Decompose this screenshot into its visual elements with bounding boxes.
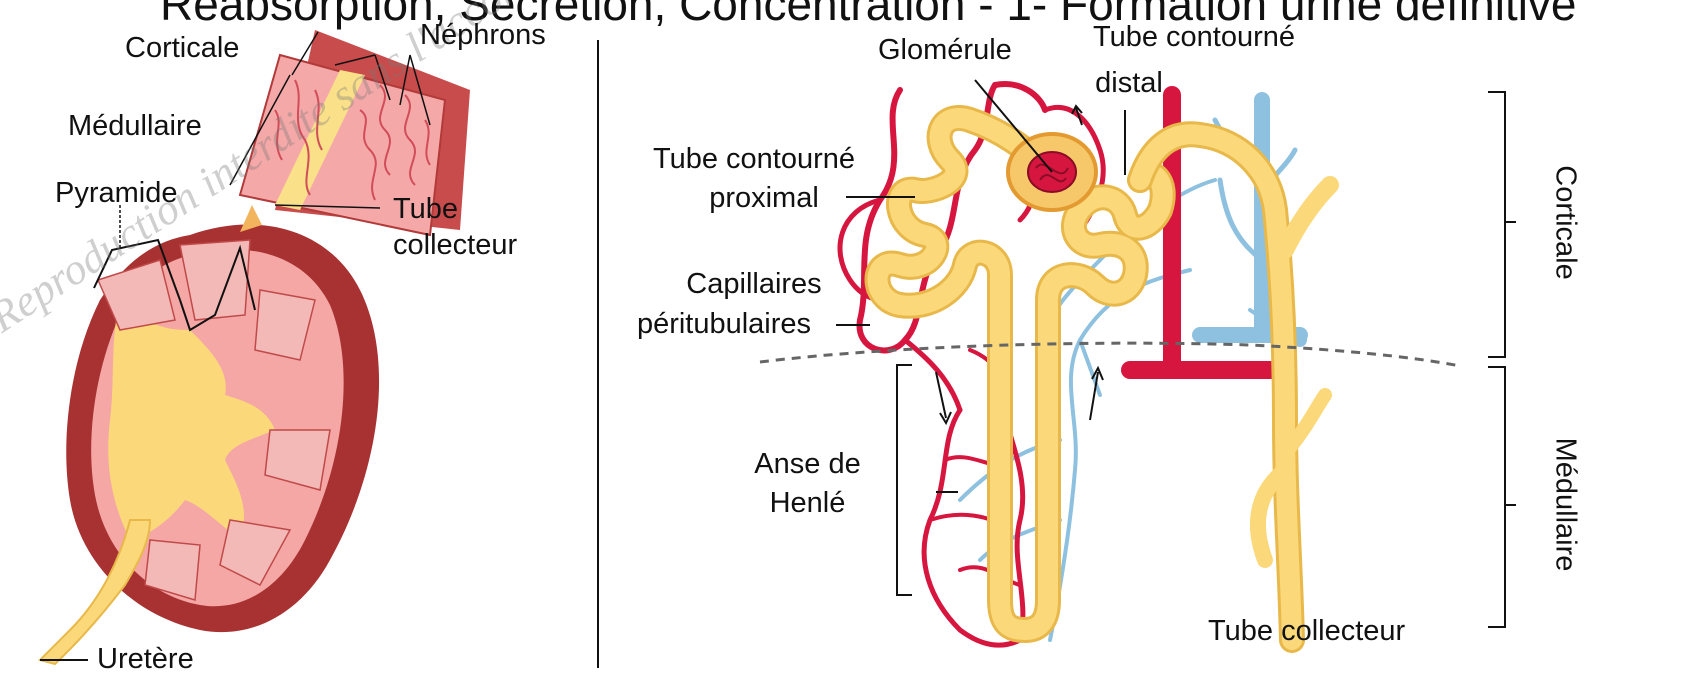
label-corticale: Corticale [125, 32, 239, 65]
medullaire-bracket [1488, 367, 1505, 627]
label-collecteur: collecteur [393, 229, 517, 262]
label-anse-line2: Henlé [730, 487, 885, 520]
label-uretere: Uretère [97, 643, 194, 676]
corticomedullary-boundary [760, 343, 1460, 366]
label-glomerule: Glomérule [878, 34, 1012, 67]
corticale-bracket [1488, 92, 1505, 357]
label-anse-line1: Anse de [730, 448, 885, 481]
label-tube: Tube [393, 193, 458, 226]
label-nephrons: Néphrons [420, 19, 546, 52]
label-capillaires-line2: péritubulaires [614, 308, 834, 341]
label-zone-corticale: Corticale [1549, 163, 1582, 283]
label-zone-medullaire: Médullaire [1549, 425, 1582, 585]
label-capillaires-line1: Capillaires [664, 268, 844, 301]
anse-bracket [897, 365, 912, 595]
label-tube-distal-line1: Tube contourné [1074, 21, 1314, 54]
label-tube-distal-line2: distal [1074, 67, 1184, 100]
label-tube-collecteur: Tube collecteur [1208, 615, 1405, 648]
label-tube-proximal-line1: Tube contourné [634, 143, 874, 176]
label-medullaire: Médullaire [68, 110, 202, 143]
label-pyramide: Pyramide [55, 177, 178, 210]
label-tube-proximal-line2: proximal [694, 182, 834, 215]
page-title: Réabsorption, Sécrétion, Concentration -… [160, 0, 1577, 29]
